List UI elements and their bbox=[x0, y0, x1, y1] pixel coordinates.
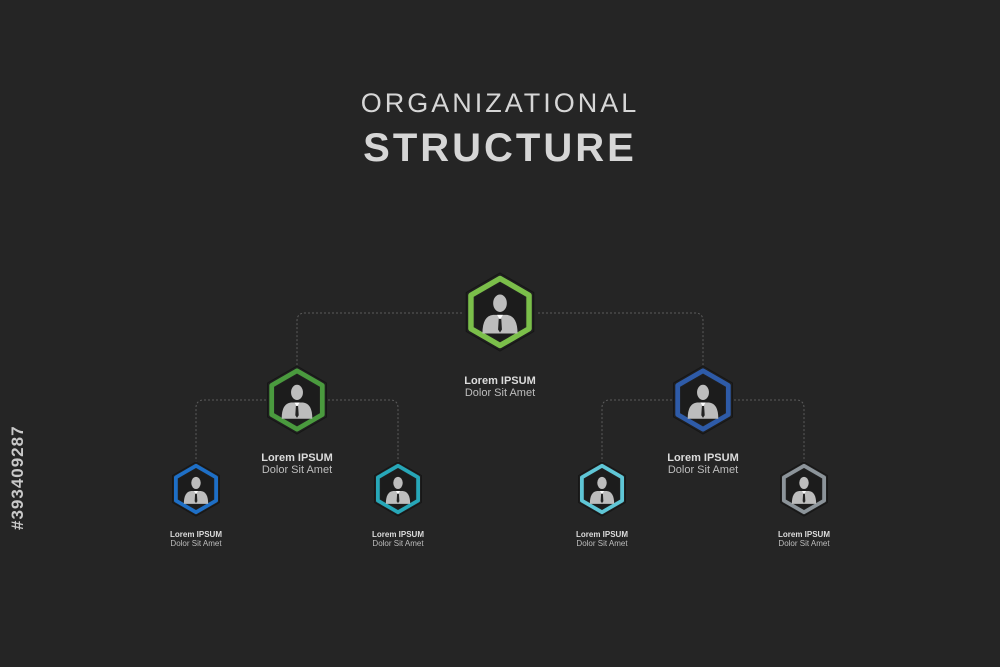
node-title: Dolor Sit Amet bbox=[372, 539, 424, 548]
person-icon bbox=[687, 384, 719, 419]
diagram-title-line2: STRUCTURE bbox=[363, 126, 637, 170]
person-collar bbox=[599, 491, 605, 495]
org-node-leaf-4-caption: Lorem IPSUM Dolor Sit Amet bbox=[754, 530, 854, 548]
person-tie bbox=[802, 493, 806, 504]
hex-ring bbox=[173, 463, 219, 515]
hex-ring bbox=[269, 368, 325, 432]
org-node-leaf-4 bbox=[776, 459, 832, 519]
node-title: Dolor Sit Amet bbox=[464, 387, 536, 399]
node-title: Dolor Sit Amet bbox=[261, 464, 333, 476]
org-node-leaf-2-caption: Lorem IPSUM Dolor Sit Amet bbox=[348, 530, 448, 548]
connector-root-left bbox=[296, 312, 462, 368]
person-head bbox=[597, 476, 607, 489]
person-head bbox=[697, 384, 709, 400]
diagram-title-line1: ORGANIZATIONAL bbox=[360, 88, 640, 118]
org-node-leaf-1-caption: Lorem IPSUM Dolor Sit Amet bbox=[146, 530, 246, 548]
stock-id-watermark: #393409287 bbox=[8, 425, 27, 530]
org-node-right-mid-caption: Lorem IPSUM Dolor Sit Amet bbox=[643, 452, 763, 476]
connector-leftmid-leaf1 bbox=[195, 399, 266, 462]
hex-ring bbox=[468, 275, 532, 349]
org-node-leaf-3 bbox=[574, 459, 630, 519]
person-collar bbox=[294, 402, 300, 407]
org-node-left-mid-caption: Lorem IPSUM Dolor Sit Amet bbox=[237, 452, 357, 476]
hex-ring bbox=[675, 368, 731, 432]
node-title: Dolor Sit Amet bbox=[667, 464, 739, 476]
person-icon bbox=[482, 294, 518, 334]
person-tie bbox=[396, 493, 400, 504]
node-name: Lorem IPSUM bbox=[777, 530, 830, 539]
person-head bbox=[799, 476, 809, 489]
person-icon bbox=[183, 476, 209, 504]
node-name: Lorem IPSUM bbox=[575, 530, 628, 539]
org-node-leaf-3-caption: Lorem IPSUM Dolor Sit Amet bbox=[552, 530, 652, 548]
node-name: Lorem IPSUM bbox=[261, 452, 333, 464]
person-tie bbox=[295, 405, 299, 418]
person-icon bbox=[385, 476, 411, 504]
org-node-left-mid bbox=[262, 363, 332, 437]
person-collar bbox=[801, 491, 807, 495]
person-collar bbox=[700, 402, 706, 407]
node-name: Lorem IPSUM bbox=[667, 452, 739, 464]
node-name: Lorem IPSUM bbox=[371, 530, 424, 539]
connector-root-right bbox=[538, 312, 704, 368]
org-node-root bbox=[460, 267, 540, 357]
org-node-root-caption: Lorem IPSUM Dolor Sit Amet bbox=[440, 375, 560, 399]
connector-leftmid-leaf2 bbox=[328, 399, 399, 462]
person-tie bbox=[194, 493, 198, 504]
person-icon bbox=[281, 384, 313, 419]
node-title: Dolor Sit Amet bbox=[778, 539, 830, 548]
node-name: Lorem IPSUM bbox=[464, 375, 536, 387]
person-tie bbox=[498, 318, 502, 333]
connector-rightmid-leaf3 bbox=[601, 399, 672, 462]
org-node-right-mid bbox=[668, 363, 738, 437]
org-node-leaf-1 bbox=[168, 459, 224, 519]
person-icon bbox=[791, 476, 817, 504]
hex-ring bbox=[579, 463, 625, 515]
person-head bbox=[493, 294, 507, 312]
person-collar bbox=[193, 491, 199, 495]
hex-ring bbox=[375, 463, 421, 515]
person-head bbox=[393, 476, 403, 489]
person-icon bbox=[589, 476, 615, 504]
node-title: Dolor Sit Amet bbox=[576, 539, 628, 548]
connector-rightmid-leaf4 bbox=[734, 399, 805, 462]
person-head bbox=[291, 384, 303, 400]
person-collar bbox=[497, 314, 503, 320]
person-collar bbox=[395, 491, 401, 495]
hex-ring bbox=[781, 463, 827, 515]
node-name: Lorem IPSUM bbox=[169, 530, 222, 539]
person-head bbox=[191, 476, 201, 489]
node-title: Dolor Sit Amet bbox=[170, 539, 222, 548]
person-tie bbox=[701, 405, 705, 418]
org-node-leaf-2 bbox=[370, 459, 426, 519]
person-tie bbox=[600, 493, 604, 504]
